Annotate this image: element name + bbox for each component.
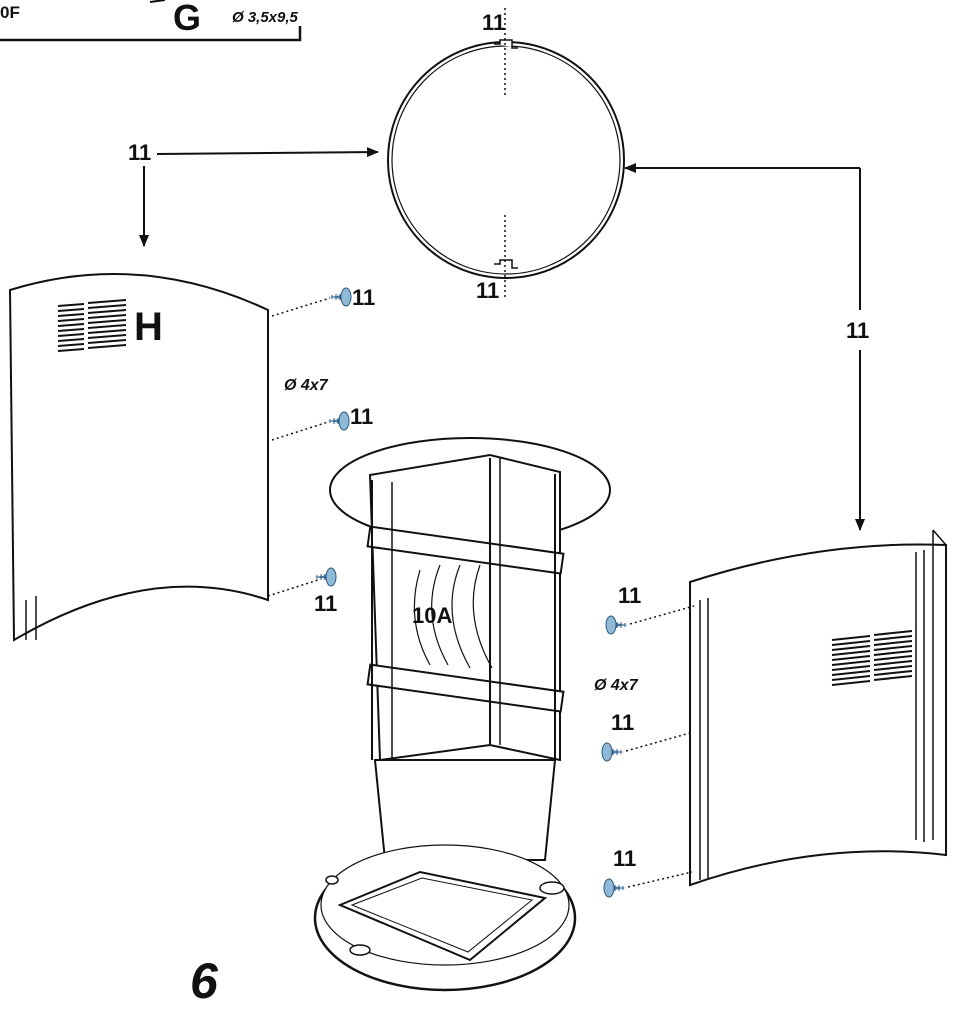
- unit-label-10a: 10A: [412, 603, 452, 628]
- right-panel: Ø 4x7: [594, 529, 947, 887]
- left-panel-vent: [57, 299, 127, 352]
- right-panel-vent: [831, 630, 913, 686]
- ring-joint-top: [494, 39, 518, 49]
- part-letter-h: H: [134, 305, 163, 349]
- clamp-ring: 11 11: [387, 8, 625, 303]
- right-screw-label-top: 11: [618, 583, 641, 608]
- step-number: 6: [190, 953, 219, 1009]
- callout-left-label: 11: [128, 140, 151, 165]
- left-panel: H Ø 4x7: [8, 273, 329, 642]
- right-screw-spec: Ø 4x7: [594, 677, 639, 694]
- callout-right: 11: [624, 163, 869, 531]
- left-screw-spec: Ø 4x7: [284, 377, 329, 394]
- left-screws: 11 11 11: [267, 285, 375, 616]
- header-partial-label: 0F: [0, 3, 20, 22]
- callout-left: 11: [128, 140, 379, 247]
- ring-label-top: 11: [482, 10, 505, 35]
- left-screw-label-top: 11: [352, 285, 375, 310]
- center-unit: 10A: [313, 437, 611, 992]
- ring-joint-bottom: [494, 259, 518, 269]
- screw-spec-header: Ø 3,5x9,5: [232, 9, 299, 26]
- part-letter-g: G: [173, 0, 201, 38]
- left-screw-label-bot: 11: [314, 591, 337, 616]
- header-bracket: 0F G Ø 3,5x9,5: [0, 0, 302, 42]
- right-screws: 11 11 11: [601, 583, 695, 898]
- left-screw-label-mid: 11: [350, 404, 373, 429]
- ring-label-bottom: 11: [476, 278, 499, 303]
- right-screw-label-bot: 11: [613, 846, 636, 871]
- right-screw-label-mid: 11: [611, 710, 634, 735]
- callout-right-label: 11: [846, 318, 869, 343]
